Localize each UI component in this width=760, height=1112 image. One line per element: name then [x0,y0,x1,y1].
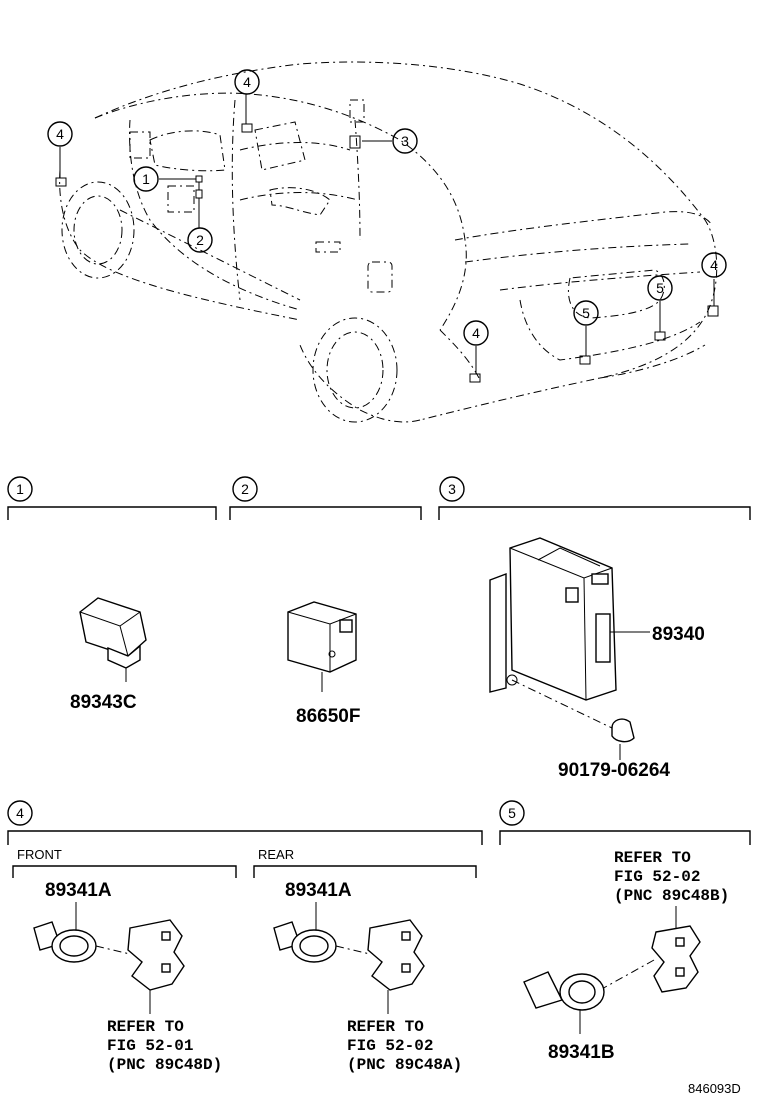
callout-5-right: 5 [647,275,673,301]
svg-text:4: 4 [243,74,251,90]
svg-text:5: 5 [656,280,664,296]
callout-5-left: 5 [573,300,599,326]
part-89340-drawing [489,537,650,760]
rear-bracket [253,865,477,878]
svg-text:1: 1 [142,171,150,187]
front-bracket [12,865,237,878]
rear-refer-line1: REFER TO [347,1018,424,1036]
front-label: FRONT [17,847,62,862]
callout-4-mirror: 4 [234,69,260,95]
section-4-header: 4 [7,800,483,845]
section5-sensor-drawing [523,906,701,1034]
svg-text:5: 5 [582,305,590,321]
svg-text:4: 4 [16,805,24,821]
callout-2: 2 [187,227,213,253]
svg-text:4: 4 [56,126,64,142]
car-illustration [55,61,719,423]
front-refer-line2: FIG 52-01 [107,1037,193,1055]
part-89343C-drawing [79,597,147,682]
svg-text:3: 3 [448,481,456,497]
rear-sensor-drawing [273,902,425,1014]
front-refer-line1: REFER TO [107,1018,184,1036]
svg-text:1: 1 [16,481,24,497]
callout-1: 1 [133,166,159,192]
svg-text:4: 4 [710,257,718,273]
svg-text:4: 4 [472,325,480,341]
section-1-header: 1 [7,476,217,520]
rear-label: REAR [258,847,294,862]
callout-4-front: 4 [47,121,73,147]
part-number-89341B: 89341B [548,1042,615,1063]
part-86650F-drawing [287,601,357,692]
part-number-86650F: 86650F [296,706,360,727]
front-refer-line3: (PNC 89C48D) [107,1056,222,1074]
callout-3: 3 [392,128,418,154]
callout-4-rear-left: 4 [463,320,489,346]
rear-refer-line2: FIG 52-02 [347,1037,433,1055]
s5-refer-line1: REFER TO [614,849,691,867]
s5-refer-line3: (PNC 89C48B) [614,887,729,905]
rear-refer-line3: (PNC 89C48A) [347,1056,462,1074]
diagram-id: 846093D [688,1081,741,1096]
front-part-number: 89341A [45,880,112,901]
part-number-90179-06264: 90179-06264 [558,760,670,781]
section-3-header: 3 [438,476,751,520]
callout-4-rear-right: 4 [701,252,727,278]
front-sensor-drawing [33,902,185,1014]
svg-text:3: 3 [401,133,409,149]
svg-text:2: 2 [241,481,249,497]
s5-refer-line2: FIG 52-02 [614,868,700,886]
part-number-89340: 89340 [652,624,705,645]
svg-text:2: 2 [196,232,204,248]
part-number-89343C: 89343C [70,692,137,713]
rear-part-number: 89341A [285,880,352,901]
section-5-header: 5 [499,800,751,845]
svg-text:5: 5 [508,805,516,821]
section-2-header: 2 [229,476,422,520]
